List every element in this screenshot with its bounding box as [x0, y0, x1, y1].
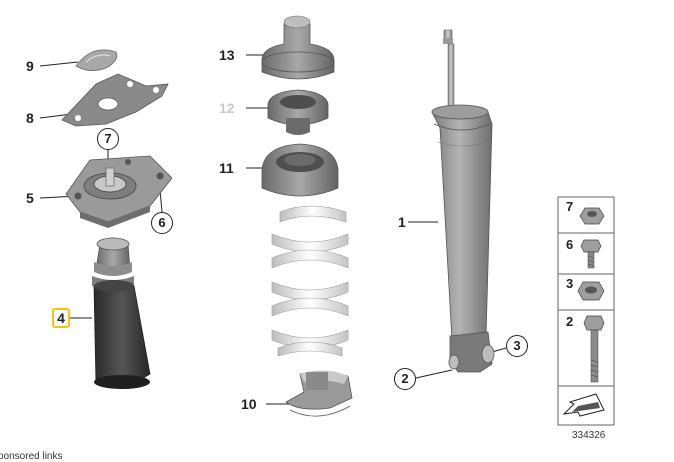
nut-7-icon	[579, 207, 605, 225]
callout-4-highlighted[interactable]: 4	[52, 308, 70, 328]
callout-8[interactable]: 8	[26, 110, 34, 126]
callout-6[interactable]: 6	[151, 212, 173, 234]
part-4-dust-boot	[93, 280, 151, 389]
panel-label-2[interactable]: 2	[566, 314, 574, 329]
callout-1[interactable]: 1	[398, 214, 406, 230]
nut-3-icon	[577, 281, 605, 301]
callout-5[interactable]: 5	[26, 190, 34, 206]
panel-label-7[interactable]: 7	[566, 199, 574, 214]
part-11-spring-isolator	[261, 143, 339, 197]
callout-11[interactable]: 11	[219, 160, 234, 176]
part-13-upper-spring-seat	[261, 15, 335, 80]
callout-13[interactable]: 13	[219, 47, 235, 63]
part-5-strut-mount	[65, 155, 173, 228]
hardware-panel	[557, 196, 615, 426]
part-8-gasket	[61, 73, 169, 127]
callout-12[interactable]: 12	[219, 100, 235, 116]
callout-9[interactable]: 9	[26, 58, 34, 74]
part-10-spring-pad	[285, 370, 353, 417]
callout-2[interactable]: 2	[394, 368, 416, 390]
sponsored-links-text[interactable]: ponsored links	[0, 451, 63, 462]
bolt-2-icon	[583, 315, 605, 383]
arrow-icon	[562, 393, 605, 417]
callout-3[interactable]: 3	[506, 335, 528, 357]
diagram-reference-number: 334326	[572, 430, 606, 441]
part-12-bushing	[267, 89, 329, 135]
leader-lines	[39, 54, 507, 405]
bolt-6-icon	[580, 239, 602, 269]
panel-label-3[interactable]: 3	[566, 276, 574, 291]
panel-label-6[interactable]: 6	[566, 237, 574, 252]
coil-spring	[271, 205, 349, 357]
part-9-cap	[75, 49, 118, 71]
callout-10[interactable]: 10	[241, 396, 257, 412]
callout-7[interactable]: 7	[97, 128, 119, 150]
part-1-shock-absorber	[431, 29, 495, 373]
